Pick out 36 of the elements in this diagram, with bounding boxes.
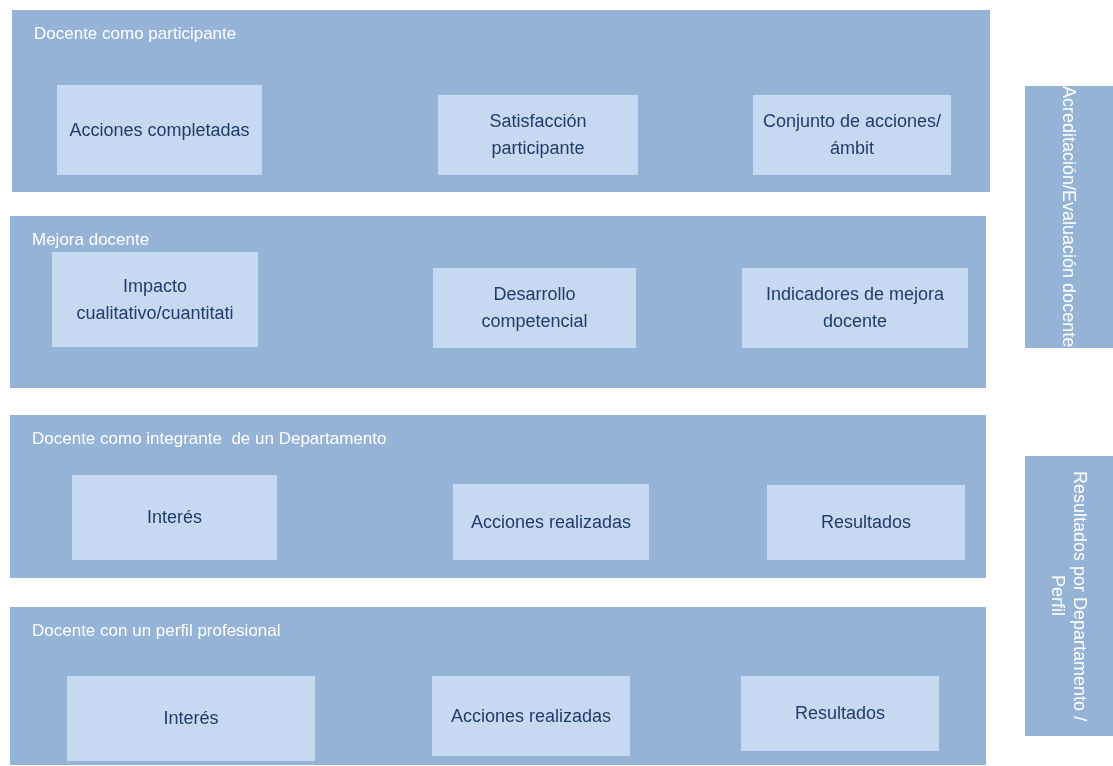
indicator-panel bbox=[433, 268, 636, 348]
section-band bbox=[12, 10, 990, 192]
indicator-panel bbox=[67, 676, 315, 761]
section-band bbox=[10, 607, 986, 765]
side-label: Acreditación/Evaluación docente bbox=[1058, 86, 1080, 348]
section-band bbox=[10, 216, 986, 388]
indicator-label: Acciones realizadas bbox=[470, 510, 632, 534]
indicator-panel bbox=[52, 252, 258, 347]
indicator-panel bbox=[741, 676, 939, 751]
indicator-label: Impacto cualitativo/cuantitati bbox=[75, 274, 235, 325]
indicator-panel bbox=[742, 268, 968, 348]
section-title: Docente como participante bbox=[34, 24, 237, 44]
indicator-label: Indicadores de mejora docente bbox=[764, 283, 946, 333]
section-band bbox=[10, 415, 986, 578]
side-panel bbox=[1025, 86, 1113, 348]
indicator-label: Satisfacción participante bbox=[488, 110, 588, 160]
side-label: Resultados por Departamento / Perfil bbox=[1047, 469, 1091, 724]
indicator-panel bbox=[432, 676, 630, 756]
indicator-label: Interés bbox=[163, 707, 219, 730]
section-title: Docente como integrante de un Departamento bbox=[32, 429, 387, 449]
indicator-label: Conjunto de acciones/ámbit bbox=[761, 110, 943, 160]
section-title: Mejora docente bbox=[32, 230, 150, 250]
indicator-label: Interés bbox=[147, 506, 202, 529]
side-panel bbox=[1025, 456, 1113, 736]
indicator-panel bbox=[438, 95, 638, 175]
section-title: Docente con un perfil profesional bbox=[32, 621, 281, 641]
indicator-panel bbox=[57, 85, 262, 175]
indicator-panel bbox=[753, 95, 951, 175]
indicator-label: Desarrollo competencial bbox=[480, 283, 589, 333]
indicator-panel bbox=[72, 475, 277, 560]
indicator-label: Acciones completadas bbox=[69, 118, 250, 142]
indicator-label: Resultados bbox=[794, 702, 886, 725]
indicator-panel bbox=[453, 484, 649, 560]
indicator-panel bbox=[767, 485, 965, 560]
indicator-label: Acciones realizadas bbox=[450, 704, 612, 728]
indicator-label: Resultados bbox=[820, 511, 912, 534]
